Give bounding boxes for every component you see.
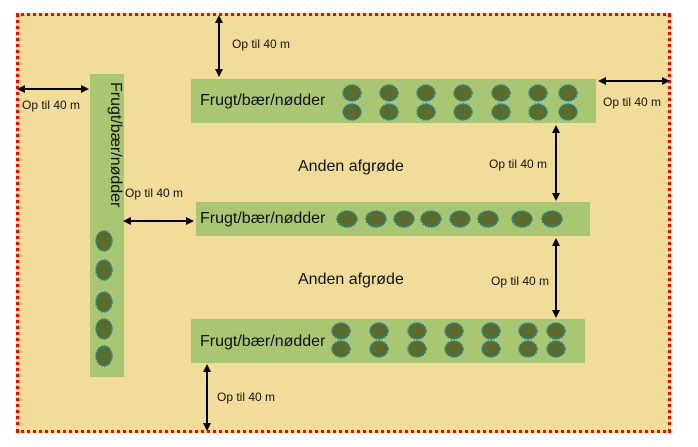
- plant-vertical-row: [95, 318, 113, 340]
- plant-row-1: [491, 84, 511, 102]
- crop-label-lower: Anden afgrøde: [298, 271, 404, 288]
- fruit-row-3-label: Frugt/bær/nødder: [200, 333, 326, 350]
- plant-row-3: [481, 322, 501, 340]
- fruit-row-3: [191, 319, 585, 363]
- fruit-row-2-label: Frugt/bær/nødder: [200, 210, 326, 227]
- distance-label-bottom: Op til 40 m: [217, 390, 276, 404]
- plant-row-1: [528, 84, 548, 102]
- plant-row-1: [342, 84, 362, 102]
- plant-row-2: [477, 210, 499, 228]
- distance-label-right-edge: Op til 40 m: [603, 95, 662, 109]
- plant-row-1: [416, 103, 436, 121]
- plant-row-1: [558, 84, 578, 102]
- plant-row-1: [379, 84, 399, 102]
- distance-label-vertical-to-middle: Op til 40 m: [125, 186, 184, 200]
- distance-label-top: Op til 40 m: [232, 37, 291, 51]
- plant-row-1: [491, 103, 511, 121]
- plant-row-1: [379, 103, 399, 121]
- plant-row-2: [365, 210, 387, 228]
- plant-row-1: [416, 84, 436, 102]
- plant-row-1: [528, 103, 548, 121]
- plant-row-3: [331, 340, 351, 358]
- plant-row-2: [393, 210, 415, 228]
- distance-label-row2-row3: Op til 40 m: [491, 274, 550, 288]
- plant-row-2: [511, 210, 533, 228]
- plant-row-3: [369, 322, 389, 340]
- plant-row-3: [444, 340, 464, 358]
- plant-row-3: [546, 322, 566, 340]
- plant-row-2: [449, 210, 471, 228]
- plant-row-2: [420, 210, 442, 228]
- plant-row-1: [558, 103, 578, 121]
- plant-row-2: [336, 210, 358, 228]
- crop-label-upper: Anden afgrøde: [298, 158, 404, 175]
- plant-row-3: [407, 340, 427, 358]
- distance-label-row1-row2: Op til 40 m: [489, 157, 548, 171]
- plant-row-3: [331, 322, 351, 340]
- plant-row-3: [369, 340, 389, 358]
- plant-row-3: [518, 340, 538, 358]
- plant-row-1: [453, 84, 473, 102]
- plant-row-2: [541, 210, 563, 228]
- plant-row-3: [518, 322, 538, 340]
- plant-row-3: [444, 322, 464, 340]
- plant-row-1: [342, 103, 362, 121]
- plant-vertical-row: [95, 230, 113, 252]
- plant-vertical-row: [95, 259, 113, 281]
- distance-label-left-edge: Op til 40 m: [22, 98, 81, 112]
- plant-vertical-row: [95, 291, 113, 313]
- fruit-row-1-label: Frugt/bær/nødder: [200, 92, 326, 109]
- plant-row-3: [546, 340, 566, 358]
- plant-vertical-row: [95, 345, 113, 367]
- plant-row-1: [453, 103, 473, 121]
- plant-row-3: [481, 340, 501, 358]
- plant-row-3: [407, 322, 427, 340]
